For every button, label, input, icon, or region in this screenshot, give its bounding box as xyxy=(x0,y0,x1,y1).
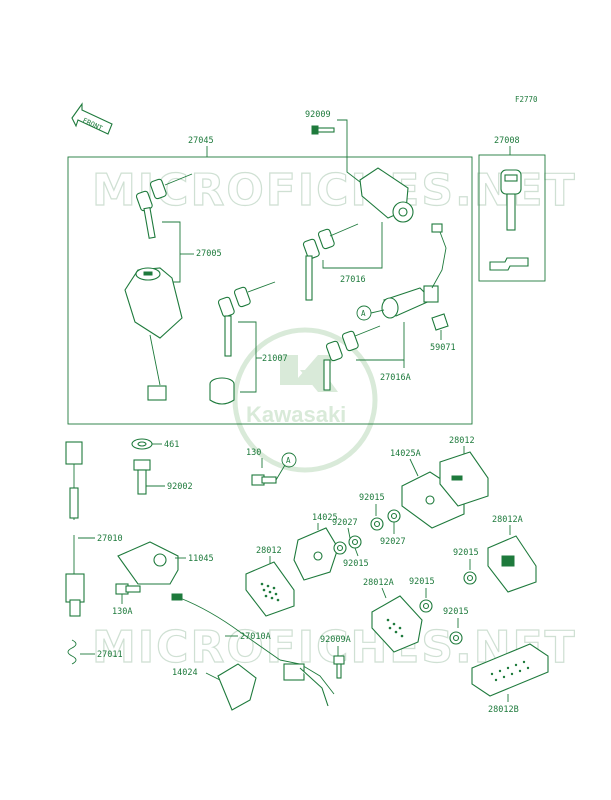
label-28012B: 28012B xyxy=(488,705,519,715)
label-27005: 27005 xyxy=(196,249,222,259)
spring-27011 xyxy=(67,639,77,665)
label-28012A-mid: 28012A xyxy=(363,578,394,588)
bolt-130A xyxy=(115,583,141,595)
cover-14024 xyxy=(217,663,257,711)
kawasaki-logo: Kawasaki xyxy=(232,327,378,473)
label-27045: 27045 xyxy=(188,136,214,146)
nut-92015-d xyxy=(419,599,433,613)
label-92015-c: 92015 xyxy=(453,548,479,558)
label-59071: 59071 xyxy=(430,343,456,353)
lock-cap-icon xyxy=(209,377,235,405)
label-27010A: 27010A xyxy=(240,632,271,642)
seat-lock-27016 xyxy=(359,167,414,223)
label-14024: 14024 xyxy=(172,668,198,678)
label-11045: 11045 xyxy=(188,554,214,564)
label-14025: 14025 xyxy=(312,513,338,523)
label-14025A: 14025A xyxy=(390,449,421,459)
key-27008-frame xyxy=(478,154,546,282)
label-27011: 27011 xyxy=(97,650,123,660)
label-27016: 27016 xyxy=(340,275,366,285)
label-27010: 27010 xyxy=(97,534,123,544)
label-130: 130 xyxy=(246,448,261,458)
logo-text: Kawasaki xyxy=(246,402,346,427)
label-28012A-right: 28012A xyxy=(492,515,523,525)
clamp-59071 xyxy=(431,313,449,331)
keys-27005 xyxy=(135,173,193,239)
ignition-switch-icon xyxy=(124,267,183,401)
keys-27016A xyxy=(323,325,381,391)
label-28012-mid: 28012 xyxy=(256,546,282,556)
nut-92015-b xyxy=(348,535,362,549)
bracket-11045 xyxy=(117,541,179,585)
key-blank-icon xyxy=(489,169,529,271)
ignition-set-frame xyxy=(67,156,473,425)
label-92015-e: 92015 xyxy=(443,607,469,617)
label-461: 461 xyxy=(164,440,179,450)
label-92002: 92002 xyxy=(167,482,193,492)
plate-14025 xyxy=(293,527,339,581)
reflector-28012A-right xyxy=(487,535,537,593)
bolt-130 xyxy=(251,474,277,486)
label-130A: 130A xyxy=(112,607,132,617)
screw-92009 xyxy=(311,125,335,135)
label-27016A: 27016A xyxy=(380,373,411,383)
front-arrow-icon: FRONT xyxy=(71,102,113,135)
label-27008: 27008 xyxy=(494,136,520,146)
reflector-28012B xyxy=(471,643,549,697)
callout-a-bottom-label: A xyxy=(286,456,291,465)
keys-21007 xyxy=(217,281,276,357)
label-92015-b: 92015 xyxy=(343,559,369,569)
washer-461 xyxy=(131,438,153,450)
washer-92027-b xyxy=(387,509,401,523)
keys-27016 xyxy=(302,223,359,301)
screw-92009A xyxy=(333,655,345,679)
label-92009A: 92009A xyxy=(320,635,351,645)
label-92027-a: 92027 xyxy=(332,518,358,528)
lock-cylinder-27016A xyxy=(381,223,447,319)
reflector-28012-mid xyxy=(245,561,295,617)
callout-a-bottom xyxy=(281,452,297,468)
callout-a-top-label: A xyxy=(361,309,366,318)
reflector-28012A-mid xyxy=(371,595,423,653)
figure-code: F2770 xyxy=(515,95,538,104)
label-21007: 21007 xyxy=(262,354,288,364)
switch-wire-27010 xyxy=(65,441,85,617)
reflector-28012-top xyxy=(439,451,489,507)
nut-92015-a xyxy=(370,517,384,531)
label-92015-d: 92015 xyxy=(409,577,435,587)
nut-92015-e xyxy=(449,631,463,645)
label-92027-b: 92027 xyxy=(380,537,406,547)
label-92015-a: 92015 xyxy=(359,493,385,503)
washer-92027-a xyxy=(333,541,347,555)
nut-92015-c xyxy=(463,571,477,585)
bolt-92002 xyxy=(133,459,151,495)
switch-wire-27010A xyxy=(171,593,335,707)
watermark-top: MICROFICHES.NET xyxy=(92,165,577,216)
label-92009: 92009 xyxy=(305,110,331,120)
label-28012-top: 28012 xyxy=(449,436,475,446)
